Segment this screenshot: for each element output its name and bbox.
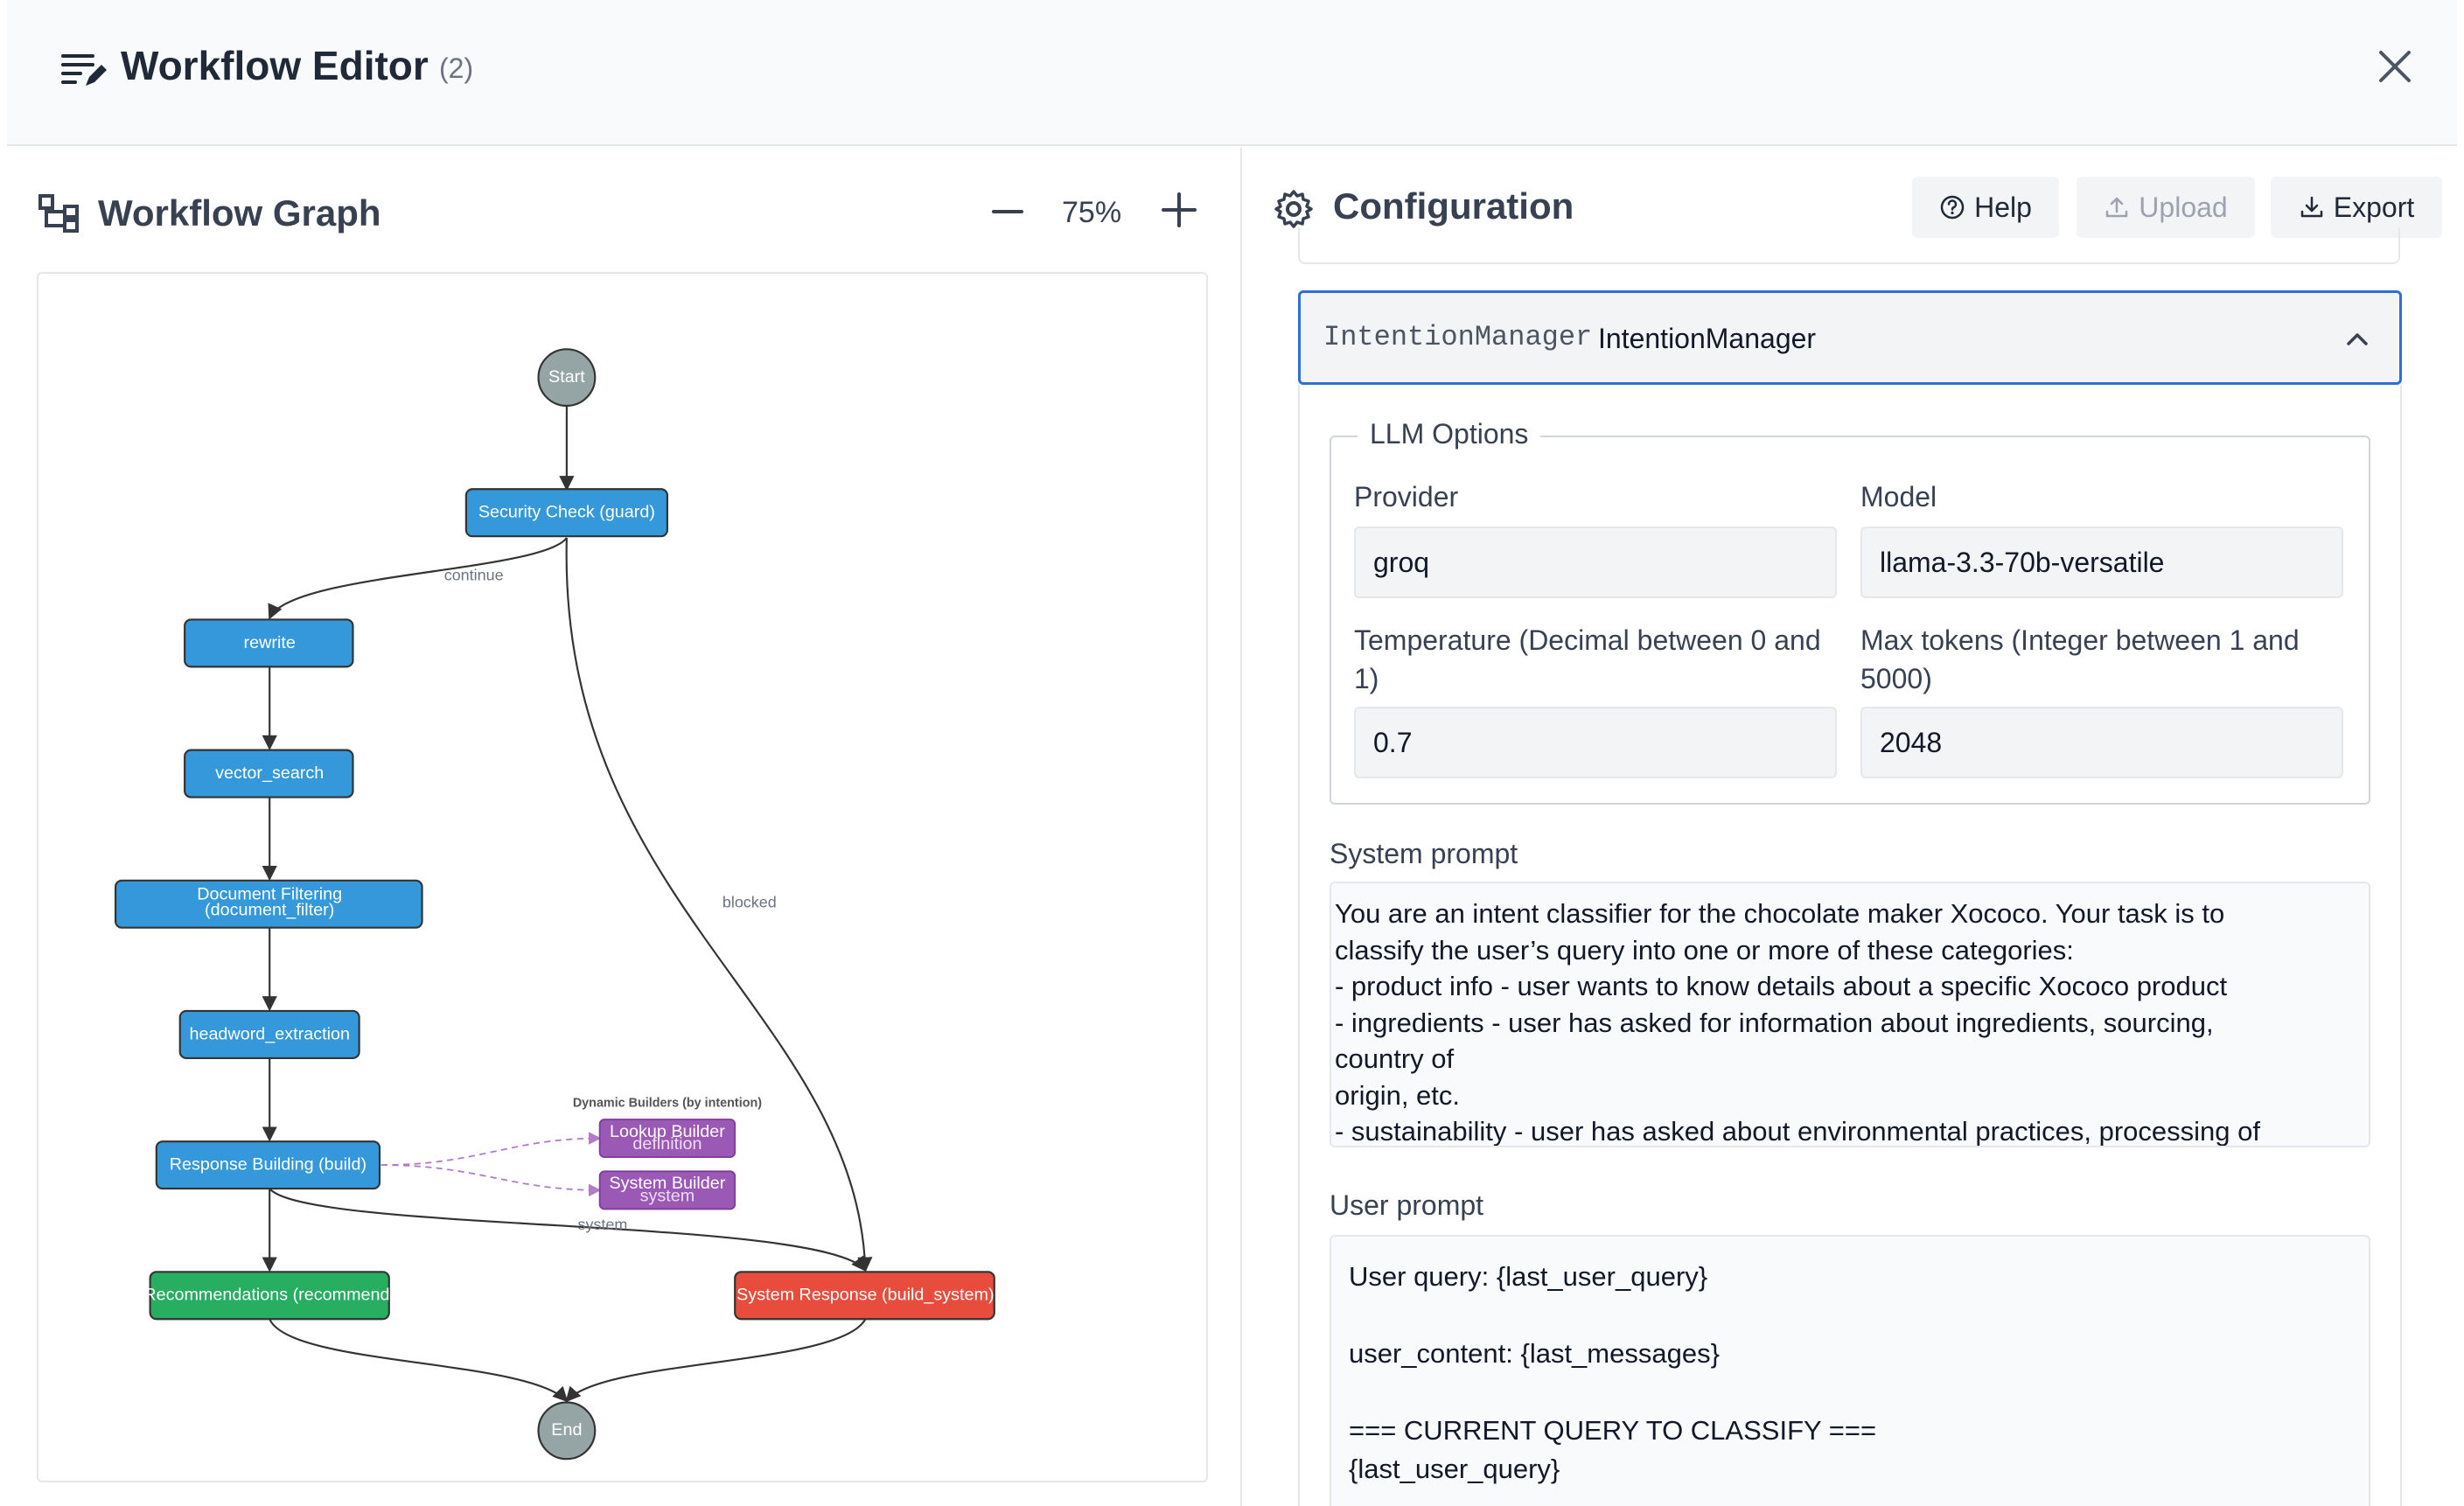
node-recommend-label: Recommendations (recommend) [143, 1286, 395, 1305]
node-docfilter-label-1: Document Filtering [197, 884, 342, 903]
model-label: Model [1860, 481, 1937, 512]
provider-label: Provider [1354, 481, 1459, 512]
node-build-label: Response Building (build) [170, 1155, 366, 1175]
edge-security-sysresp [565, 537, 873, 1272]
provider-input[interactable]: groq [1354, 526, 1837, 598]
edge-build-lookup [380, 1132, 602, 1167]
edge-security-rewrite [268, 537, 568, 620]
model-input[interactable]: llama-3.3-70b-versatile [1860, 526, 2343, 598]
node-sysbuilder-label: System Builder [609, 1174, 725, 1193]
help-button[interactable]: Help [1912, 177, 2059, 238]
node-system-response[interactable]: System Response (build_system) [734, 1271, 995, 1321]
temperature-input[interactable]: 0.7 [1354, 707, 1837, 778]
node-accordion-body [1298, 385, 2402, 1506]
node-rewrite[interactable]: rewrite [184, 618, 354, 668]
graph-canvas[interactable]: continue blocked system Start Security C… [37, 272, 1208, 1482]
node-docfilter-label-2: (document_filter) [205, 900, 334, 919]
system-prompt-textarea[interactable]: You are an intent classifier for the cho… [1330, 882, 2370, 1147]
node-document-filtering[interactable]: Document Filtering (document_filter) [114, 879, 423, 929]
list-edit-icon [61, 54, 107, 86]
upload-icon [2106, 197, 2128, 218]
export-button[interactable]: Export [2271, 177, 2442, 238]
user-prompt-label: User prompt [1330, 1189, 1484, 1221]
close-icon[interactable] [2377, 49, 2412, 84]
node-type: IntentionManager [1323, 321, 1593, 353]
export-label: Export [2333, 191, 2415, 223]
chevron-up-icon[interactable] [2342, 323, 2373, 354]
workflow-count: (2) [439, 52, 474, 84]
edge-label-blocked: blocked [722, 893, 777, 910]
download-icon [2300, 196, 2322, 218]
node-system-builder[interactable]: System Builder system [598, 1170, 736, 1210]
previous-node-card[interactable] [1298, 227, 2400, 264]
node-start-label: Start [548, 367, 585, 387]
gear-icon [1274, 190, 1313, 228]
panel-divider[interactable] [1240, 148, 1242, 1506]
help-label: Help [1974, 191, 2032, 223]
node-rewrite-label: rewrite [244, 633, 296, 652]
dialog-title: Workflow Editor [121, 43, 429, 88]
edge-label-system: system [577, 1216, 627, 1233]
workflow-graph: continue blocked system Start Security C… [114, 348, 995, 1461]
node-end-label: End [551, 1420, 582, 1440]
node-lookup-sub: definition [632, 1134, 702, 1154]
llm-options-legend: LLM Options [1358, 418, 1541, 450]
node-security-check[interactable]: Security Check (guard) [464, 488, 669, 538]
node-lookup-label: Lookup Builder [610, 1122, 725, 1141]
node-name: IntentionManager [1598, 323, 1817, 354]
system-prompt-label: System prompt [1330, 838, 1518, 869]
upload-button[interactable]: Upload [2077, 177, 2255, 238]
edge-build-sysresp [269, 1188, 867, 1272]
zoom-out-icon[interactable] [990, 194, 1025, 229]
max-tokens-input[interactable]: 2048 [1860, 707, 2343, 778]
node-end[interactable]: End [537, 1401, 597, 1461]
node-security-label: Security Check (guard) [478, 503, 655, 522]
zoom-level: 75% [1062, 196, 1122, 229]
node-sysbuilder-sub: system [640, 1186, 695, 1205]
edge-label-continue: continue [444, 567, 504, 584]
edge-recommend-end [269, 1318, 569, 1403]
dynamic-edges [380, 1132, 602, 1197]
edge-build-sysbuilder [380, 1164, 602, 1197]
node-response-building[interactable]: Response Building (build) [155, 1140, 381, 1190]
node-accordion-header[interactable]: IntentionManager IntentionManager [1298, 290, 2402, 385]
node-sysresp-label: System Response (build_system) [736, 1286, 994, 1305]
hierarchy-icon [38, 194, 79, 233]
llm-options-group [1330, 436, 2370, 805]
temperature-label: Temperature (Decimal between 0 and 1) [1354, 624, 1821, 694]
config-title: Configuration [1333, 185, 1574, 227]
node-vector-label: vector_search [215, 763, 324, 783]
graph-edges [262, 406, 873, 1403]
dialog-header: Workflow Editor (2) [7, 0, 2457, 146]
node-vector-search[interactable]: vector_search [184, 749, 354, 798]
question-circle-icon [1940, 195, 1965, 220]
edge-sysresp-end [565, 1318, 867, 1403]
user-prompt-textarea[interactable]: User query: {last_user_query} user_conte… [1330, 1235, 2370, 1506]
node-headword-extraction[interactable]: headword_extraction [178, 1009, 360, 1059]
node-recommendations[interactable]: Recommendations (recommend) [143, 1271, 395, 1321]
node-lookup-builder[interactable]: Lookup Builder definition [598, 1119, 736, 1159]
dynamic-builders-label: Dynamic Builders (by intention) [573, 1097, 762, 1111]
graph-title: Workflow Graph [98, 192, 381, 234]
upload-label: Upload [2139, 191, 2228, 223]
zoom-in-icon[interactable] [1160, 191, 1198, 229]
node-headword-label: headword_extraction [189, 1024, 349, 1043]
node-start[interactable]: Start [537, 348, 597, 408]
max-tokens-label: Max tokens (Integer between 1 and 5000) [1860, 624, 2300, 694]
